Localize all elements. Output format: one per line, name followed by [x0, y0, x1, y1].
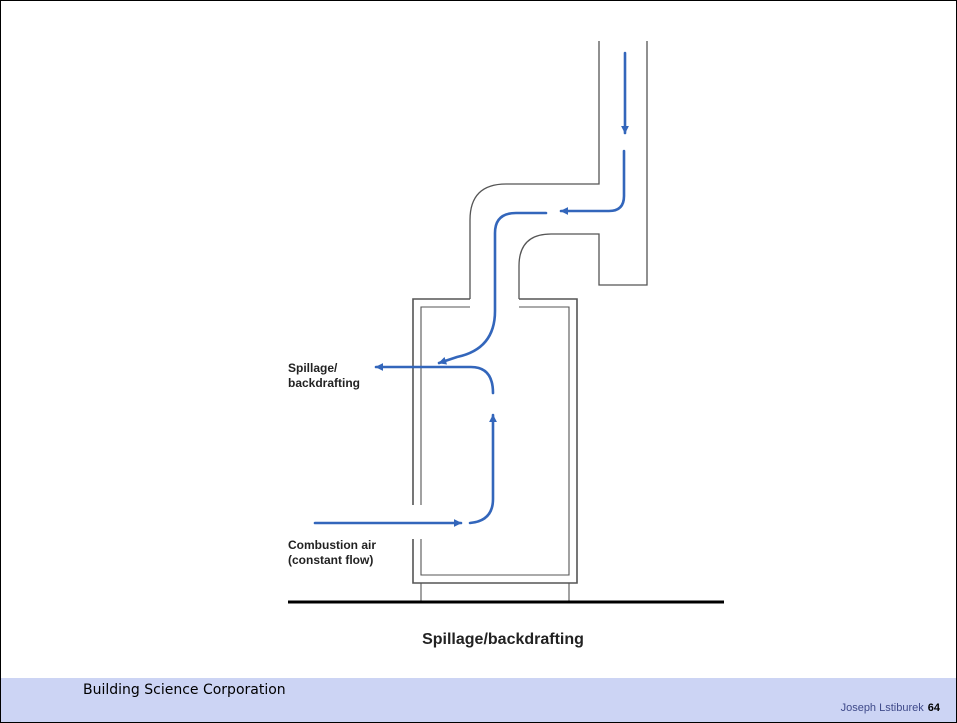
diagram-caption: Spillage/backdrafting [422, 631, 584, 648]
combustion-air-rise-arrow [468, 413, 497, 525]
spillage-arrow [374, 363, 495, 395]
organization-name: Building Science Corporation [83, 682, 286, 698]
flue-downflow-arrow [559, 149, 626, 215]
appliance-cabinet [412, 298, 578, 601]
spillage-label: Spillage/ backdrafting [288, 361, 360, 390]
page-number: 64 [927, 702, 940, 714]
combustion-air-label: Combustion air (constant flow) [288, 538, 379, 567]
chimney-flue [469, 41, 648, 299]
airflow-arrows [313, 51, 629, 527]
spillage-diagram: Spillage/ backdrafting Combustion air (c… [288, 41, 724, 648]
footer-bar: Building Science Corporation Joseph Lsti… [1, 678, 956, 722]
backdraft-arrow [437, 211, 548, 365]
author-name: Joseph Lstiburek [840, 702, 924, 714]
